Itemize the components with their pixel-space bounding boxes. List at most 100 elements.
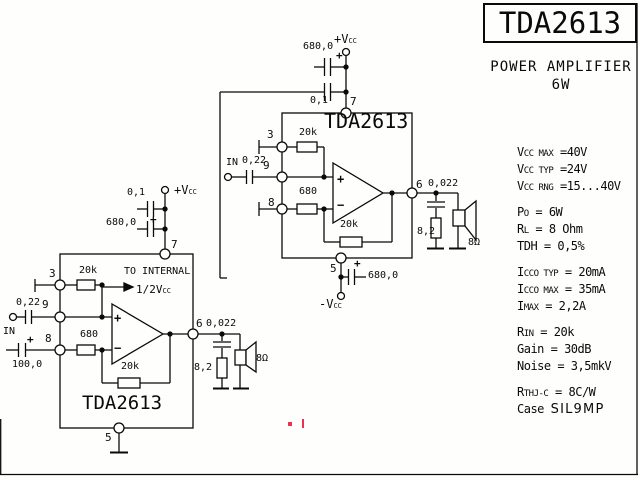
lower-pos-vcc-label: +VCC [174, 183, 197, 197]
lower-zobel-cap-label: 0,022 [206, 318, 237, 329]
pin-6 [406, 187, 418, 199]
upper-r-fb-label: 20k [340, 219, 359, 230]
part-number-title-box: TDA2613 [483, 3, 637, 43]
opamp-noninverting-symbol: + [337, 172, 345, 186]
upper-speaker-impedance-label: 8Ω [468, 237, 481, 248]
lower-pin7-label: 7 [171, 238, 178, 251]
pin-9 [54, 311, 66, 323]
upper-bypass-cap-label: 0,1 [310, 95, 329, 106]
lower-input-terminal [8, 312, 18, 322]
lower-chip-label: TDA2613 [82, 392, 163, 414]
lower-r-top-label: 20k [79, 265, 98, 276]
upper-r-inv-label: 680 [299, 186, 318, 197]
opamp-inverting-symbol: − [114, 341, 122, 355]
opamp-noninverting-symbol: + [114, 311, 122, 325]
neg-vcc-terminal [336, 291, 346, 301]
lower-pin8-label: 8 [45, 332, 52, 345]
pin-7 [340, 107, 352, 119]
upper-zobel-cap-label: 0,022 [428, 178, 459, 189]
pos-vcc-terminal [160, 185, 170, 195]
cap-polarity-plus: + [150, 213, 157, 226]
red-artifact [302, 419, 304, 428]
upper-pin6-label: 6 [416, 178, 423, 191]
lower-zobel-r-label: 8,2 [194, 362, 213, 373]
upper-input-terminal [223, 172, 233, 182]
lower-opamp-symbol [111, 302, 165, 366]
upper-input-cap-label: 0,22 [242, 155, 267, 166]
lower-pin5-label: 5 [105, 431, 112, 444]
pos-vcc-terminal [341, 47, 351, 57]
red-artifact [288, 422, 292, 426]
speaker-icon [452, 209, 466, 227]
spec-line: TDH = 0,5% [517, 239, 585, 253]
pin-6 [187, 328, 199, 340]
speaker-icon [234, 349, 247, 366]
resistor-8_2 [216, 357, 228, 379]
pin-7 [159, 248, 171, 260]
spec-line: ICCO TYP = 20mA [517, 265, 606, 279]
cap-polarity-plus: + [354, 257, 361, 270]
spec-line: RIN = 20k [517, 325, 574, 339]
part-number: TDA2613 [498, 6, 622, 40]
pin-3 [54, 279, 66, 291]
lower-bypass-cap-label: 0,1 [127, 187, 146, 198]
opamp-inverting-symbol: − [337, 198, 345, 212]
spec-line: VCC MAX =40V [517, 145, 587, 159]
spec-line: Gain = 30dB [517, 342, 591, 356]
upper-supply-cap-label: 680,0 [303, 41, 334, 52]
pin-5 [113, 422, 125, 434]
resistor-20k-top [296, 141, 318, 153]
resistor-680 [296, 203, 318, 215]
upper-pos-vcc-label: +VCC [334, 32, 357, 46]
spec-line: Case SIL9MP [517, 402, 605, 417]
pin-5 [335, 252, 347, 264]
spec-line: VCC TYP =24V [517, 162, 587, 176]
lower-r-fb-label: 20k [121, 361, 140, 372]
spec-line: RL = 8 Ohm [517, 222, 583, 236]
lower-in-label: IN [3, 326, 16, 337]
internal-ref-arrow-icon [123, 281, 135, 293]
lower-input-cap2-label: 100,0 [12, 359, 43, 370]
upper-pin3-label: 3 [267, 128, 274, 141]
upper-r-top-label: 20k [299, 127, 318, 138]
resistor-20k-feedback [117, 377, 141, 389]
upper-in-label: IN [226, 157, 239, 168]
pin-9 [276, 171, 288, 183]
upper-pin7-label: 7 [350, 95, 357, 108]
lower-amp-circuit [6, 185, 257, 454]
spec-line: ICCO MAX = 35mA [517, 282, 606, 296]
upper-zobel-r-label: 8,2 [417, 226, 436, 237]
subtitle-wattage: 6W [551, 77, 571, 93]
lower-input-cap-label: 0,22 [16, 297, 41, 308]
upper-pin8-label: 8 [268, 196, 275, 209]
speaker-cone-icon [245, 340, 257, 374]
pin-3 [276, 141, 288, 153]
spec-line: IMAX = 2,2A [517, 299, 586, 313]
speaker-cone-icon [464, 199, 477, 242]
lower-pin6-label: 6 [196, 317, 203, 330]
upper-pin9-label: 9 [263, 159, 270, 172]
spec-line: RTHJ-C = 8C/W [517, 385, 596, 399]
pin-8 [54, 344, 66, 356]
spec-line: PO = 6W [517, 205, 563, 219]
resistor-20k-feedback [339, 236, 363, 248]
upper-pin5-label: 5 [330, 262, 337, 275]
lower-pin9-label: 9 [42, 298, 49, 311]
pin-8 [276, 203, 288, 215]
spec-line: Noise = 3,5mkV [517, 359, 612, 373]
lower-ic-box [59, 253, 194, 429]
lower-pin3-label: 3 [49, 267, 56, 280]
internal-ref-label-line1: TO INTERNAL [124, 266, 191, 277]
specs-panel: VCC MAX =40V VCC TYP =24V VCC RNG =15...40… [517, 144, 621, 418]
upper-chip-label: TDA2613 [324, 109, 409, 133]
spec-line: VCC RNG =15...40V [517, 179, 621, 193]
subtitle-power-amplifier: POWER AMPLIFIER [490, 59, 632, 75]
upper-opamp-symbol [332, 161, 385, 225]
upper-amp-circuit [219, 47, 477, 301]
lower-speaker-impedance-label: 8Ω [256, 353, 269, 364]
cap-polarity-plus: + [336, 49, 343, 62]
internal-ref-label-line2: 1/2VCC [136, 283, 171, 296]
lower-r-inv-label: 680 [80, 329, 99, 340]
